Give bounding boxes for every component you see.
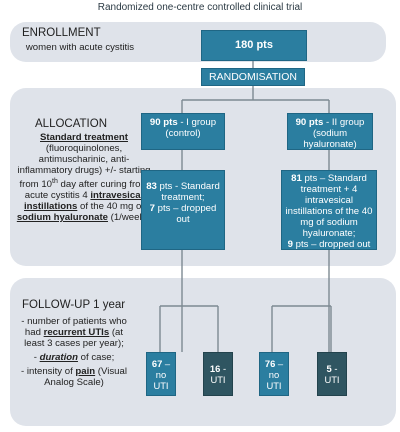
enrollment-panel (10, 22, 386, 62)
followup-item-pain: - intensity of pain (Visual Analog Scale… (21, 366, 127, 388)
group2-treated-count: 81 (291, 173, 302, 184)
outcome-group1-no-uti: 67 – no UTI (146, 352, 176, 396)
group2-label: - II group (sodium hyaluronate) (303, 117, 365, 150)
allocation-heading: ALLOCATION (35, 118, 107, 130)
group2-box: 90 pts - II group (sodium hyaluronate) (287, 113, 373, 150)
group2-count: 90 pts (295, 117, 324, 128)
treatment-dose: of the 40 mg of (77, 201, 144, 213)
group1-dropped-label: pts – dropped out (155, 203, 217, 225)
group1-label: - I group (control) (165, 117, 217, 139)
randomisation-label: RANDOMISATION (209, 71, 297, 83)
treatment-frequency: (1/weekly (107, 212, 152, 224)
group2-treated-label: pts – Standard treatment + 4 intravesica… (285, 173, 373, 239)
enrollment-description: women with acute cystitis (25, 42, 135, 53)
outcome-group2-uti: 5 - UTI (317, 352, 347, 396)
treatment-standard: Standard treatment (40, 132, 128, 143)
outcome-group1-uti: 16 - UTI (203, 352, 233, 396)
group1-box: 90 pts - I group (control) (141, 113, 225, 150)
treatment-sodium-hyaluronate: sodium hyaluronate (16, 212, 108, 224)
group2-dropped-label: pts – dropped out (293, 239, 371, 250)
followup-heading: FOLLOW-UP 1 year (22, 299, 126, 311)
followup-item-duration: - duration of case; (33, 352, 115, 363)
group2-detail-box: 81 pts – Standard treatment + 4 intraves… (281, 170, 377, 250)
diagram-title: Randomized one-centre controlled clinica… (97, 2, 303, 13)
group1-detail-box: 83 pts - Standard treatment; 7 pts – dro… (141, 170, 225, 250)
treatment-th: th (52, 178, 58, 185)
group1-count: 90 pts (149, 117, 178, 128)
group2-dropped-count: 9 (287, 239, 293, 250)
enrollment-heading: ENROLLMENT (22, 27, 101, 39)
treatment-instillations: intravesical instillations (24, 190, 144, 213)
treatment-drugs: (fluoroquinolones, antimuscharinic, anti… (17, 143, 151, 191)
followup-items: - number of patients who had recurrent U… (16, 316, 132, 388)
group1-treated-label: pts - Standard treatment; (156, 181, 220, 203)
total-patients-box: 180 pts (201, 30, 307, 61)
group1-dropped-count: 7 (149, 203, 155, 214)
followup-item-recurrence: - number of patients who had recurrent U… (21, 316, 127, 349)
outcome-group2-no-uti: 76 – no UTI (259, 352, 289, 396)
randomisation-box: RANDOMISATION (201, 68, 305, 86)
total-patients-count: 180 pts (235, 39, 273, 51)
treatment-day: day after curing from acute cystitis 4 (24, 179, 149, 202)
group1-treated-count: 83 (146, 181, 157, 192)
treatment-description: Standard treatment (fluoroquinolones, an… (14, 132, 154, 223)
